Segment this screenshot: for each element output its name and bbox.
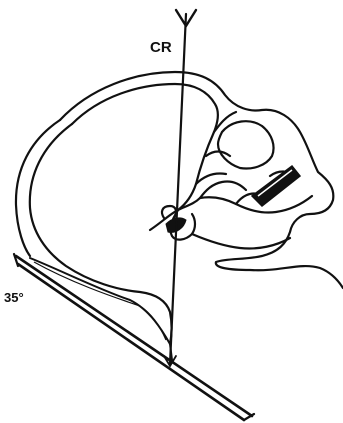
positioning-wedge	[30, 258, 172, 360]
skull-inner-outline	[72, 84, 218, 210]
central-ray	[164, 10, 196, 366]
receptor-edge-upper	[16, 256, 252, 416]
receptor-edge-lower	[18, 264, 244, 420]
skull-drawing	[16, 72, 343, 344]
central-ray-line	[170, 14, 186, 364]
skull-inner-back	[30, 124, 172, 344]
central-ray-label: CR	[150, 39, 172, 56]
angle-label: 35°	[4, 290, 24, 305]
petrous-ridge	[150, 181, 246, 230]
image-receptor	[14, 254, 254, 420]
jaw-line	[192, 234, 290, 249]
wedge-shadow	[34, 262, 166, 340]
orbit	[218, 121, 274, 168]
